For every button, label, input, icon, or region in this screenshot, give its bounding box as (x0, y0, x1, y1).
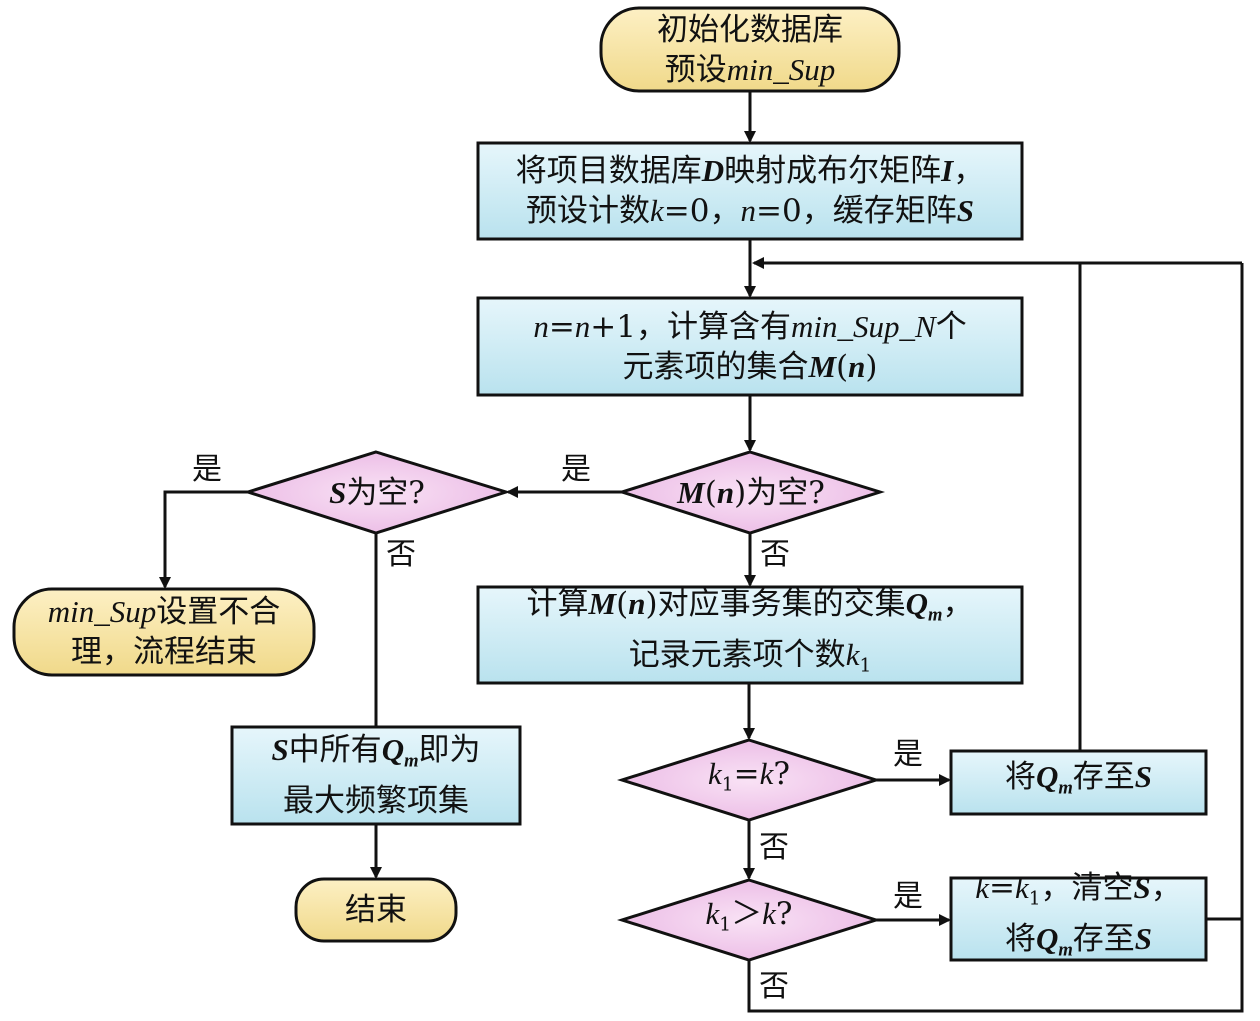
m-empty-decision (617, 450, 886, 535)
edge-k-greater-no (747, 263, 1244, 1013)
k-equal-decision (617, 738, 881, 822)
label-k-equal-yes: 是 (893, 737, 923, 772)
label-m-empty-no: 否 (760, 537, 790, 572)
label-k-greater-yes: 是 (893, 879, 923, 914)
s-empty-decision (243, 450, 512, 535)
label-m-empty-yes: 是 (561, 452, 591, 487)
edge-s-empty-yes (159, 490, 248, 589)
map-matrix-process (476, 141, 1024, 241)
label-k-equal-no: 否 (759, 830, 789, 865)
store-q-process (949, 749, 1208, 816)
start-terminal (599, 6, 901, 93)
label-s-empty-yes: 是 (192, 452, 222, 487)
label-k-greater-no: 否 (759, 969, 789, 1004)
compute-m-process (476, 296, 1024, 397)
compute-q-process (476, 585, 1024, 685)
reset-store-process (949, 876, 1208, 962)
label-s-empty-no: 否 (386, 537, 416, 572)
bad-threshold-terminal (12, 587, 316, 677)
k-greater-decision (617, 878, 881, 962)
end-terminal (294, 877, 458, 943)
result-process (230, 725, 522, 826)
